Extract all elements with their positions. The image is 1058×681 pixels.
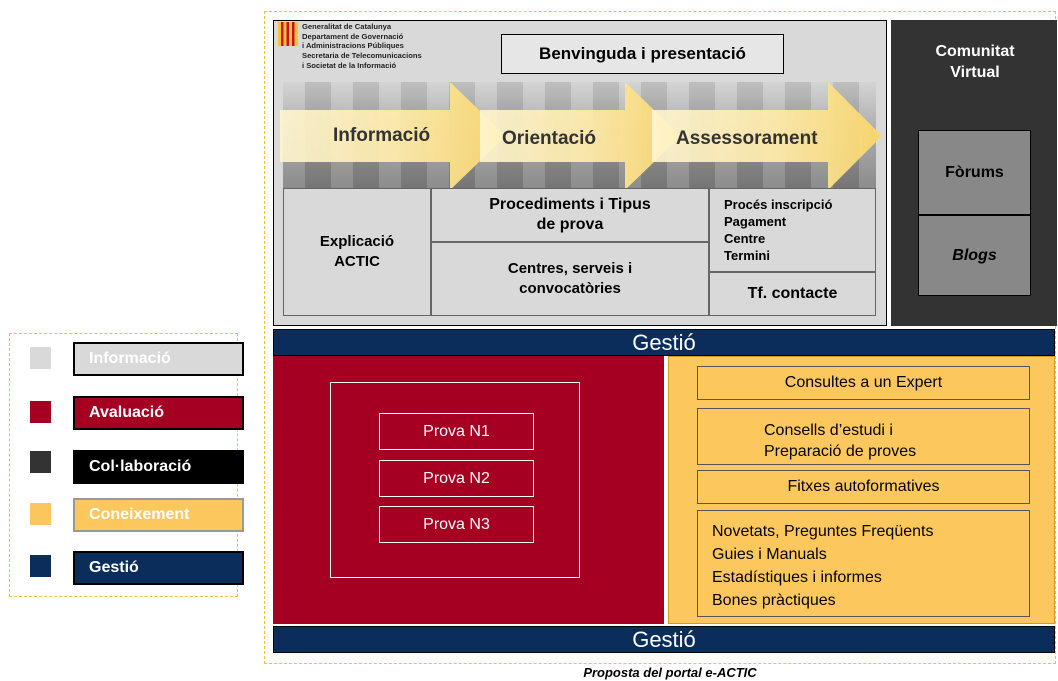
legend-swatch-coneixement: [30, 503, 51, 525]
logo-line: i Administracions Públiques: [302, 41, 404, 51]
logo-line: Departament de Governació: [302, 31, 404, 41]
novetats-link[interactable]: Novetats, Preguntes Freqüents Guies i Ma…: [697, 510, 1030, 617]
legend: Informació Avaluació Col·laboració Conei…: [9, 333, 244, 597]
legend-label-collaboracio: Col·laboració: [73, 450, 244, 484]
legend-label-coneixement: Coneixement: [73, 498, 244, 532]
arrow-label-assessorament[interactable]: Assessorament: [676, 128, 818, 149]
consultes-expert-link[interactable]: Consultes a un Expert: [697, 366, 1030, 400]
legend-swatch-gestio: [30, 555, 51, 577]
arrow-orientacio: [480, 82, 681, 190]
legend-label-avaluacio: Avaluació: [73, 396, 244, 430]
legend-swatch-avaluacio: [30, 401, 51, 423]
generalitat-logo-icon: [278, 22, 298, 46]
proces-inscripcio-cell[interactable]: Procés inscripció Pagament Centre Termin…: [709, 188, 876, 272]
logo-line: Generalitat de Catalunya: [302, 22, 392, 31]
consells-estudi-link[interactable]: Consells d’estudi i Preparació de proves: [697, 408, 1030, 465]
community-title: Comunitat Virtual: [935, 43, 1015, 81]
legend-label-informacio: Informació: [73, 342, 244, 376]
forums-button[interactable]: Fòrums: [918, 130, 1031, 215]
centres-cell[interactable]: Centres, serveis i convocatòries: [431, 242, 709, 316]
blogs-button[interactable]: Blogs: [918, 215, 1031, 296]
prova-n1-button[interactable]: Prova N1: [379, 413, 534, 450]
contacte-cell[interactable]: Tf. contacte: [709, 272, 876, 316]
caption: Proposta del portal e-ACTIC: [583, 665, 757, 680]
portal-frame: [264, 11, 1056, 664]
procediments-cell[interactable]: Procediments i Tipus de prova: [431, 188, 709, 242]
arrow-label-orientacio[interactable]: Orientació: [502, 128, 596, 149]
process-arrows: [280, 82, 882, 190]
gestio-bar-bottom[interactable]: Gestió: [273, 626, 1055, 653]
arrow-assessorament: [652, 82, 882, 190]
legend-swatch-informacio: [30, 347, 51, 369]
fitxes-autoformatives-link[interactable]: Fitxes autoformatives: [697, 470, 1030, 504]
gestio-bar-top[interactable]: Gestió: [273, 329, 1055, 356]
prova-n3-button[interactable]: Prova N3: [379, 506, 534, 543]
tests-frame: [330, 382, 580, 578]
explicacio-actic-cell[interactable]: Explicació ACTIC: [283, 188, 431, 316]
logo-line: Secretaria de Telecomunicacions: [302, 51, 422, 61]
arrow-label-informacio[interactable]: Informació: [333, 125, 431, 146]
logo-line: i Societat de la Informació: [302, 60, 397, 70]
logo-text: Generalitat de Catalunya Departament de …: [302, 22, 487, 72]
legend-label-gestio: Gestió: [73, 551, 244, 585]
legend-swatch-collaboracio: [30, 451, 51, 473]
welcome-box[interactable]: Benvinguda i presentació: [501, 34, 784, 74]
prova-n2-button[interactable]: Prova N2: [379, 460, 534, 497]
evaluation-area: [273, 356, 664, 624]
arrow-informacio: [280, 82, 506, 190]
